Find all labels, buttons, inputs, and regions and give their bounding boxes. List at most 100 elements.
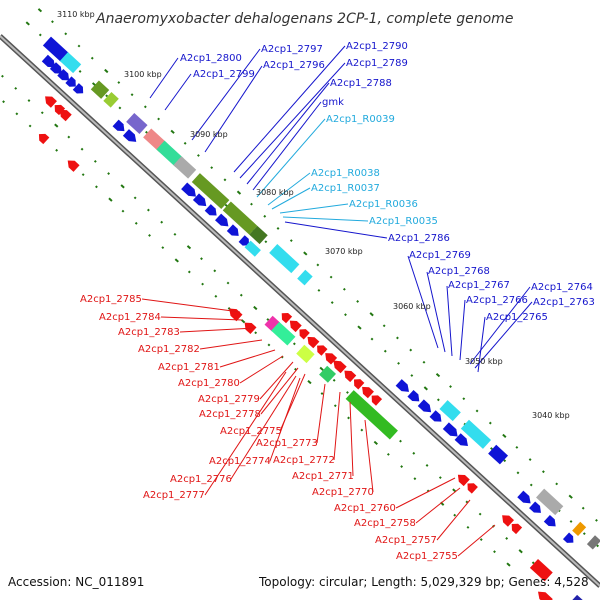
- reverse-gene-arrow: [59, 109, 72, 122]
- forward-feature-block: [222, 201, 258, 235]
- reverse-gene-arrow: [289, 320, 302, 333]
- gene-label-a2cp1-2778: A2cp1_2778: [199, 409, 261, 420]
- forward-gene-arrow: [215, 213, 229, 227]
- scale-tick: [80, 147, 84, 151]
- scale-tick: [213, 269, 217, 273]
- scale-tick: [435, 373, 441, 378]
- forward-gene-arrow: [72, 83, 84, 94]
- kbp-label-3050: 3050 kbp: [465, 357, 503, 366]
- scale-tick: [120, 184, 125, 189]
- reverse-gene-arrow: [325, 353, 338, 365]
- forward-gene-arrow: [57, 68, 70, 81]
- leader-line: [457, 524, 496, 557]
- scale-tick: [95, 185, 98, 189]
- leader-line: [415, 487, 461, 524]
- rna-label-a2cp1-r0035: A2cp1_R0035: [369, 216, 438, 227]
- scale-tick: [266, 318, 270, 321]
- scale-tick: [479, 538, 483, 541]
- reverse-gene-arrow: [511, 523, 523, 535]
- forward-feature-block: [249, 225, 268, 245]
- forward-feature-block: [173, 156, 197, 179]
- leader-line: [349, 401, 354, 477]
- scale-tick: [117, 81, 121, 84]
- rna-label-a2cp1-r0037: A2cp1_R0037: [311, 183, 380, 194]
- reverse-feature-block: [296, 344, 315, 364]
- leader-line: [446, 285, 453, 357]
- map-title: Anaeromyxobacter dehalogenans 2CP-1, com…: [95, 11, 513, 27]
- reverse-gene-arrow: [299, 329, 310, 340]
- scale-tick: [488, 421, 492, 425]
- forward-gene-arrow: [517, 490, 531, 504]
- forward-feature-block: [191, 173, 230, 209]
- scale-tick: [40, 111, 44, 115]
- scale-tick: [294, 367, 297, 371]
- scale-tick: [541, 470, 545, 474]
- gene-label-a2cp1-2764: A2cp1_2764: [531, 282, 593, 293]
- scale-tick: [239, 293, 243, 297]
- scale-tick: [329, 275, 333, 279]
- leader-line: [199, 339, 263, 350]
- reverse-gene-arrow: [362, 386, 374, 399]
- scale-tick: [307, 380, 312, 385]
- scale-tick: [596, 544, 599, 548]
- scale-tick: [342, 287, 346, 291]
- genome-backbone-highlight: [0, 35, 600, 587]
- scale-tick: [333, 404, 337, 408]
- leader-line: [469, 286, 531, 365]
- scale-tick: [475, 409, 479, 413]
- scale-tick: [226, 281, 230, 285]
- scale-tick: [303, 251, 308, 256]
- leader-line: [279, 203, 349, 214]
- scale-tick: [425, 464, 429, 467]
- scale-tick: [160, 220, 164, 224]
- scale-tick: [200, 257, 203, 261]
- scale-tick: [105, 94, 109, 98]
- scale-tick: [505, 537, 509, 540]
- scale-tick: [15, 112, 19, 116]
- scale-tick: [373, 440, 378, 445]
- scale-tick: [147, 208, 150, 212]
- scale-tick: [174, 258, 179, 263]
- gene-label-a2cp1-2777: A2cp1_2777: [143, 490, 205, 501]
- scale-tick: [27, 99, 31, 102]
- scale-tick: [531, 561, 535, 565]
- scale-tick: [410, 374, 414, 377]
- scale-tick: [263, 214, 267, 218]
- leader-line: [284, 221, 388, 239]
- scale-tick: [344, 313, 347, 317]
- scale-tick: [518, 549, 523, 554]
- forward-feature-block: [572, 521, 587, 537]
- scale-tick: [493, 550, 496, 554]
- scale-tick: [143, 105, 147, 109]
- scale-tick: [555, 482, 559, 486]
- scale-tick: [320, 392, 324, 395]
- scale-tick: [25, 21, 30, 26]
- leader-line: [191, 48, 261, 141]
- scale-tick: [148, 234, 151, 237]
- gene-label-a2cp1-2800: A2cp1_2800: [180, 53, 242, 64]
- gene-label-a2cp1-2758: A2cp1_2758: [354, 518, 416, 529]
- scale-tick: [54, 123, 59, 128]
- gene-label-a2cp1-2773: A2cp1_2773: [256, 438, 318, 449]
- gene-label-a2cp1-2769: A2cp1_2769: [409, 250, 471, 261]
- reverse-feature-block: [345, 390, 398, 440]
- genome-summary-text: Topology: circular; Length: 5,029,329 bp…: [258, 575, 589, 589]
- reverse-gene-arrow: [45, 96, 57, 108]
- scale-tick: [506, 562, 511, 567]
- forward-gene-arrow: [192, 193, 207, 207]
- leader-line: [233, 45, 346, 173]
- kbp-label-3040: 3040 kbp: [532, 411, 570, 420]
- leader-line: [474, 301, 533, 369]
- scale-tick: [93, 159, 97, 163]
- gene-label-a2cp1-2797: A2cp1_2797: [261, 44, 323, 55]
- scale-tick: [2, 100, 5, 104]
- scale-tick: [515, 445, 519, 449]
- label-leader-lines: [141, 45, 533, 557]
- scale-tick: [161, 246, 165, 250]
- scale-tick: [413, 477, 417, 481]
- scale-tick: [529, 483, 533, 487]
- forward-gene-arrow: [122, 129, 137, 142]
- scale-tick: [67, 135, 71, 139]
- kbp-label-3090: 3090 kbp: [190, 130, 228, 139]
